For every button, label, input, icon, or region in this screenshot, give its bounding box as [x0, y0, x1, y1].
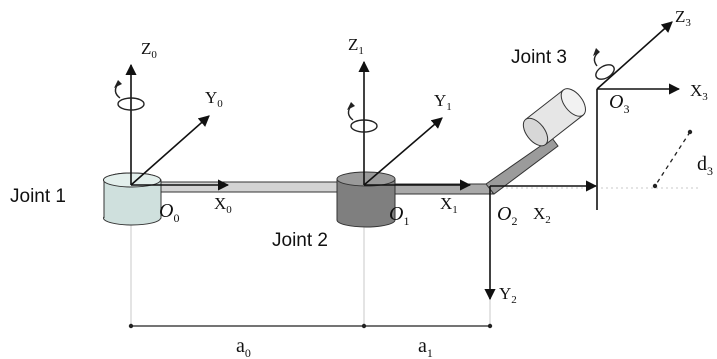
- y2-label: Y2: [499, 284, 517, 306]
- frame-0-axes: [125, 63, 230, 191]
- x1-label: X1: [440, 194, 458, 216]
- rotation-arrow-joint-2: [347, 102, 378, 133]
- rotation-arrow-joint-1: [114, 80, 145, 111]
- a1-label: a1: [418, 335, 433, 359]
- d3-label: d3: [697, 153, 713, 178]
- link-0: [130, 181, 371, 193]
- joint-2-label: Joint 2: [272, 230, 328, 251]
- y0-label: Y0: [205, 88, 223, 110]
- z3-label: Z3: [675, 7, 691, 29]
- joint-3-cylinder: [522, 88, 586, 147]
- o2-label: O2: [497, 203, 517, 228]
- o3-label: O3: [609, 91, 629, 116]
- rotation-arrow-joint-3: [593, 48, 615, 80]
- d3-dimension: [652, 129, 693, 189]
- x0-label: X0: [214, 194, 232, 216]
- z0-label: Z0: [141, 39, 157, 61]
- frame-3-axes: [596, 21, 681, 210]
- x2-label: X2: [533, 204, 551, 226]
- joint-1-cylinder: [103, 172, 162, 226]
- x3-label: X3: [690, 81, 708, 103]
- y1-label: Y1: [434, 91, 452, 113]
- joint-3-label: Joint 3: [511, 47, 567, 68]
- z1-label: Z1: [348, 35, 364, 57]
- frame-1-axes: [358, 60, 472, 191]
- joint-2-cylinder: [336, 171, 396, 228]
- o1-label: O1: [389, 203, 409, 228]
- joint-1-label: Joint 1: [10, 186, 66, 207]
- a-dimension-lines: [128, 323, 493, 329]
- a0-label: a0: [236, 335, 251, 359]
- o0-label: O0: [159, 200, 179, 225]
- frame-2-axes: [484, 180, 598, 301]
